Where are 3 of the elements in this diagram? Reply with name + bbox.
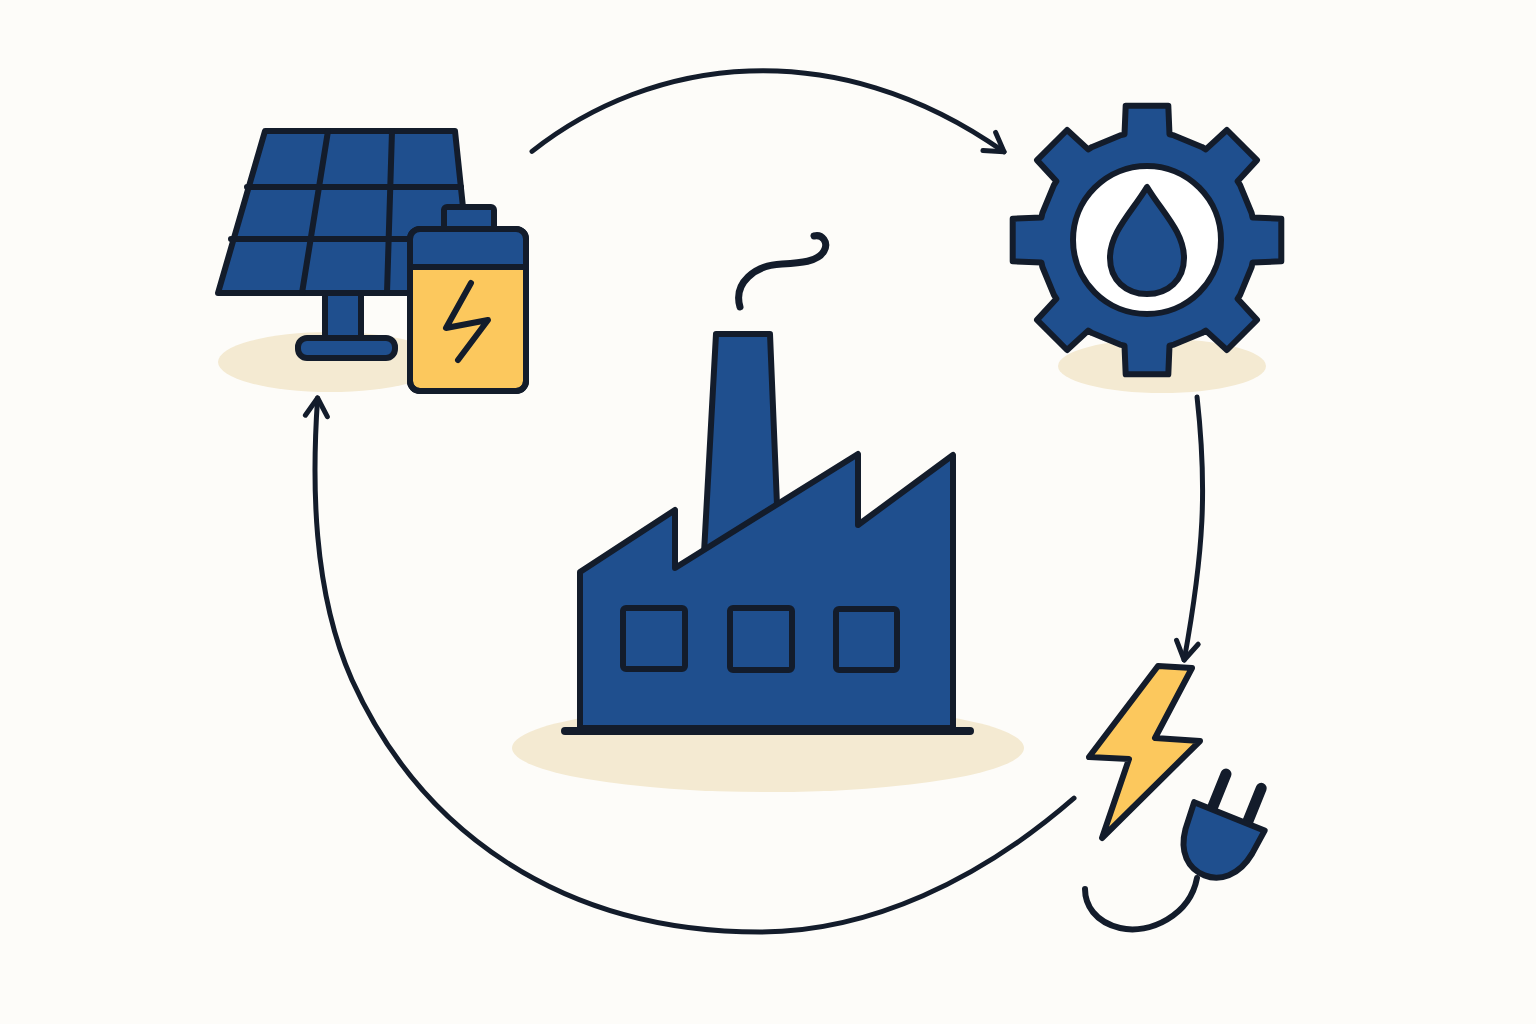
arrow bbox=[303, 395, 1077, 935]
arrow bbox=[529, 68, 1007, 155]
arrow bbox=[1173, 394, 1206, 663]
